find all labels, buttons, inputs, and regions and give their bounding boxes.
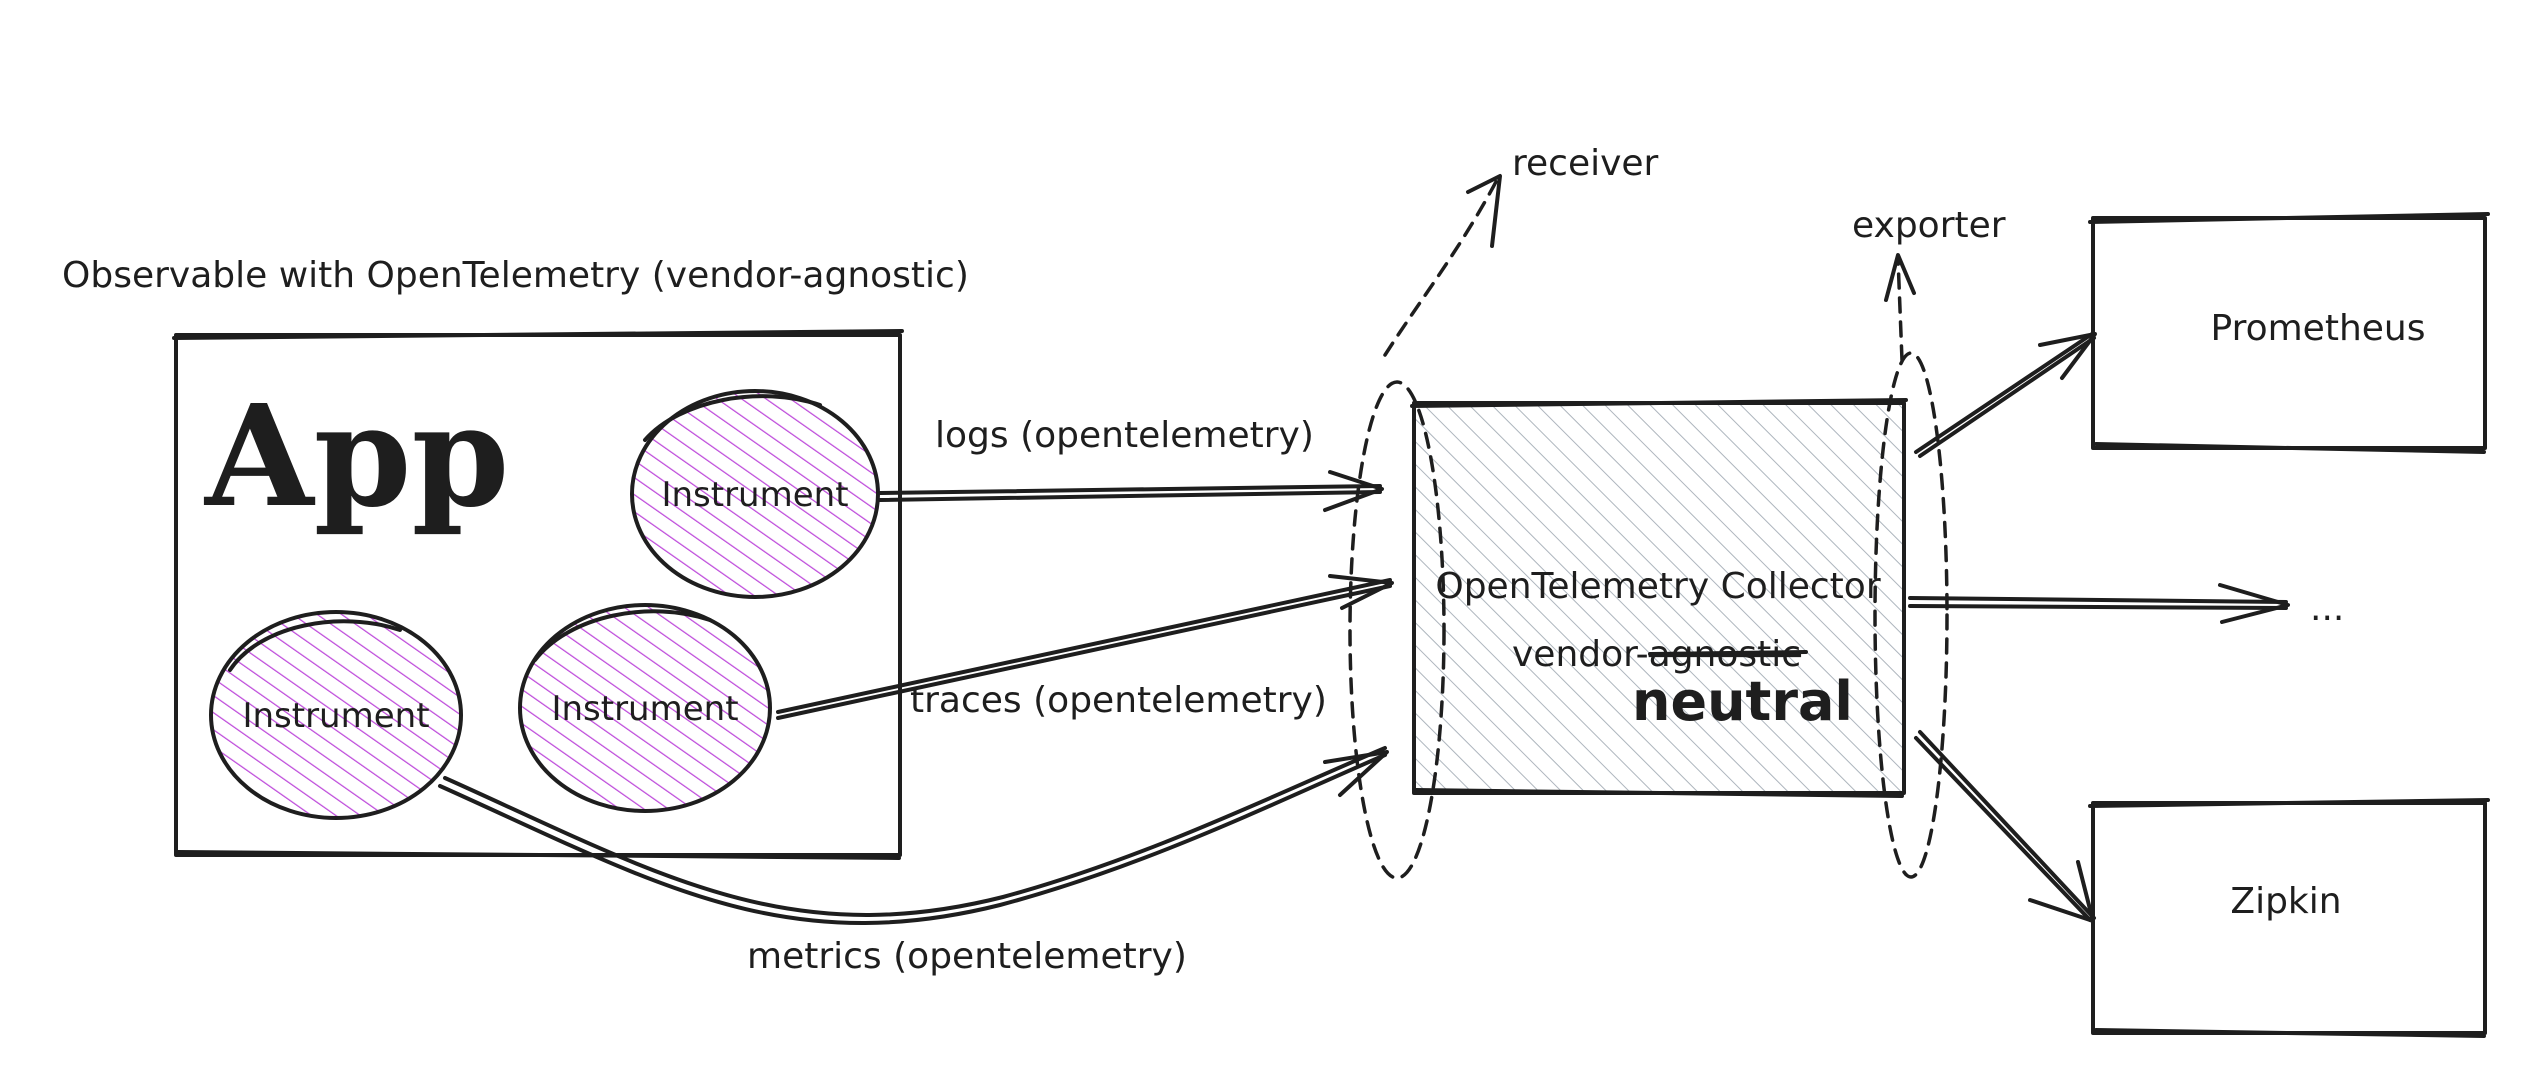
instrument-top-label: Instrument [661, 475, 848, 515]
instrument-bottom-right-label: Instrument [551, 689, 738, 729]
logs-label: logs (opentelemetry) [935, 415, 1314, 456]
app-title: App [203, 375, 509, 539]
receiver-pointer-arrow [1383, 174, 1502, 357]
traces-label: traces (opentelemetry) [910, 680, 1327, 721]
app-box [172, 329, 904, 860]
prometheus-label: Prometheus [2211, 308, 2426, 349]
collector-title: OpenTelemetry Collector [1435, 566, 1880, 607]
receiver-label: receiver [1512, 143, 1659, 184]
collector-box [1410, 398, 1908, 798]
zipkin-box [2088, 798, 2490, 1038]
ellipsis-label: ... [2310, 588, 2344, 629]
instrument-bottom-left-label: Instrument [242, 696, 429, 736]
ellipsis-arrow [1908, 583, 2290, 624]
collector-replacement-word: neutral [1632, 670, 1853, 733]
metrics-label: metrics (opentelemetry) [747, 936, 1187, 977]
strikethrough-line [1648, 650, 1808, 656]
prometheus-arrow [1914, 332, 2097, 458]
collector-vendor-prefix: vendor- [1512, 634, 1649, 675]
metrics-arrow [438, 746, 1389, 925]
receiver-ellipse [1348, 380, 1446, 880]
logs-arrow [878, 470, 1384, 512]
traces-arrow [776, 574, 1394, 720]
exporter-label: exporter [1852, 205, 2006, 246]
zipkin-label: Zipkin [2230, 881, 2341, 922]
instrument-top [630, 389, 880, 599]
prometheus-box [2088, 212, 2490, 454]
exporter-pointer-arrow [1884, 253, 1916, 362]
instrument-bottom-left [209, 610, 463, 820]
diagram-caption: Observable with OpenTelemetry (vendor-ag… [62, 255, 969, 296]
exporter-ellipse [1873, 351, 1949, 879]
instrument-bottom-right [518, 603, 772, 813]
